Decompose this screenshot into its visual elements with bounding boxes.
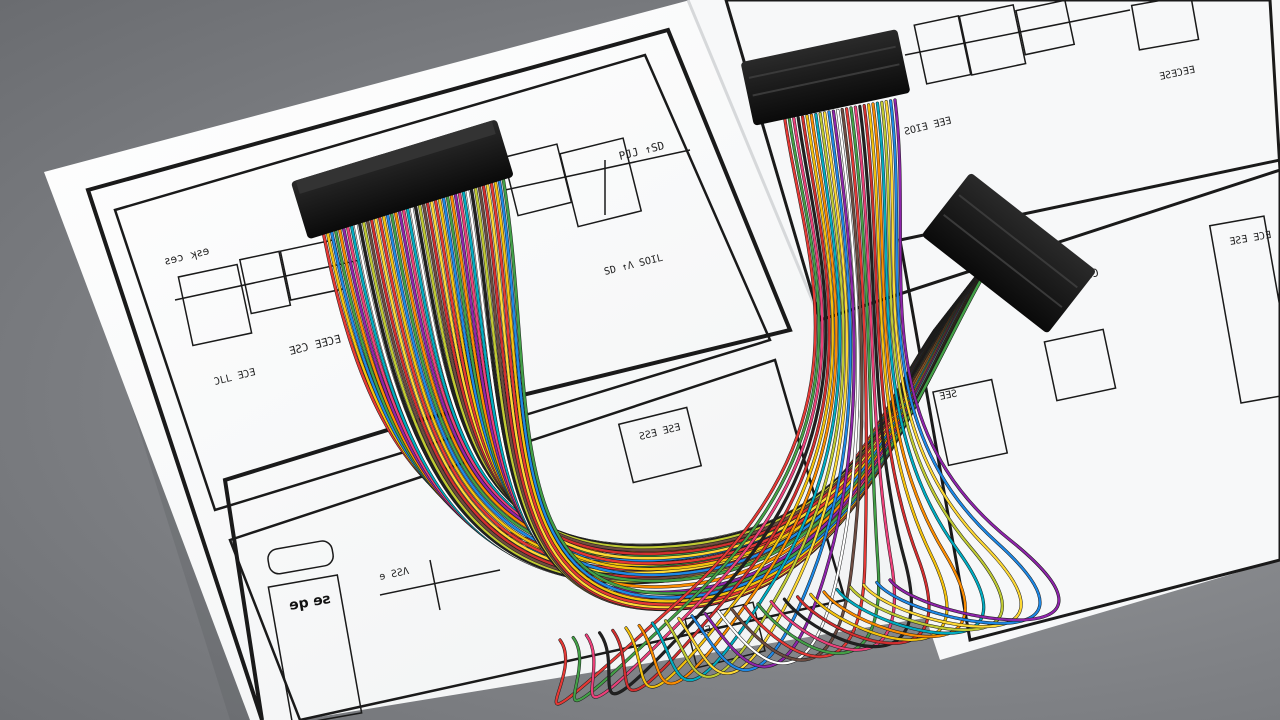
manual-booklet: PJJ ↑SD SD ↑Λ SOIL ƨɘɔ ʞƨɘ ƎƧƆ ƎƎƆƎ ƆLL …	[44, 0, 1280, 720]
wire	[598, 116, 827, 695]
wire	[796, 104, 931, 645]
wire	[555, 118, 817, 705]
wire	[498, 158, 1007, 595]
schematic-left-bottom	[267, 406, 766, 720]
wire	[624, 114, 834, 688]
wire	[638, 114, 838, 685]
wire	[664, 112, 845, 678]
right-outer-frame	[724, 0, 1280, 322]
left-panel-top	[113, 53, 772, 512]
label-box-title: ɘp ɘƨ	[288, 591, 332, 614]
wire	[809, 103, 948, 641]
connector-top-right	[741, 29, 910, 126]
right-panel-bottom	[898, 158, 1280, 642]
wire	[756, 106, 880, 655]
connector-right	[922, 173, 1095, 333]
wire	[572, 118, 820, 702]
wire	[888, 98, 1060, 621]
label-r5: ƎƎƧ	[938, 388, 958, 403]
wire	[836, 102, 985, 635]
wire-bundle	[318, 98, 1061, 706]
wire	[862, 100, 1023, 628]
wire	[783, 105, 913, 648]
wire	[717, 109, 859, 665]
connector-left	[291, 120, 513, 239]
wire	[743, 107, 868, 658]
wire	[585, 117, 824, 699]
wire	[875, 99, 1042, 625]
wire	[677, 111, 849, 675]
wire	[730, 108, 863, 661]
schematic-right	[904, 0, 1280, 467]
wire	[822, 102, 967, 638]
wire	[690, 110, 852, 672]
wire	[849, 101, 1004, 631]
wire	[611, 115, 831, 692]
wire	[704, 110, 856, 668]
wire	[651, 113, 841, 682]
wire	[770, 106, 896, 651]
